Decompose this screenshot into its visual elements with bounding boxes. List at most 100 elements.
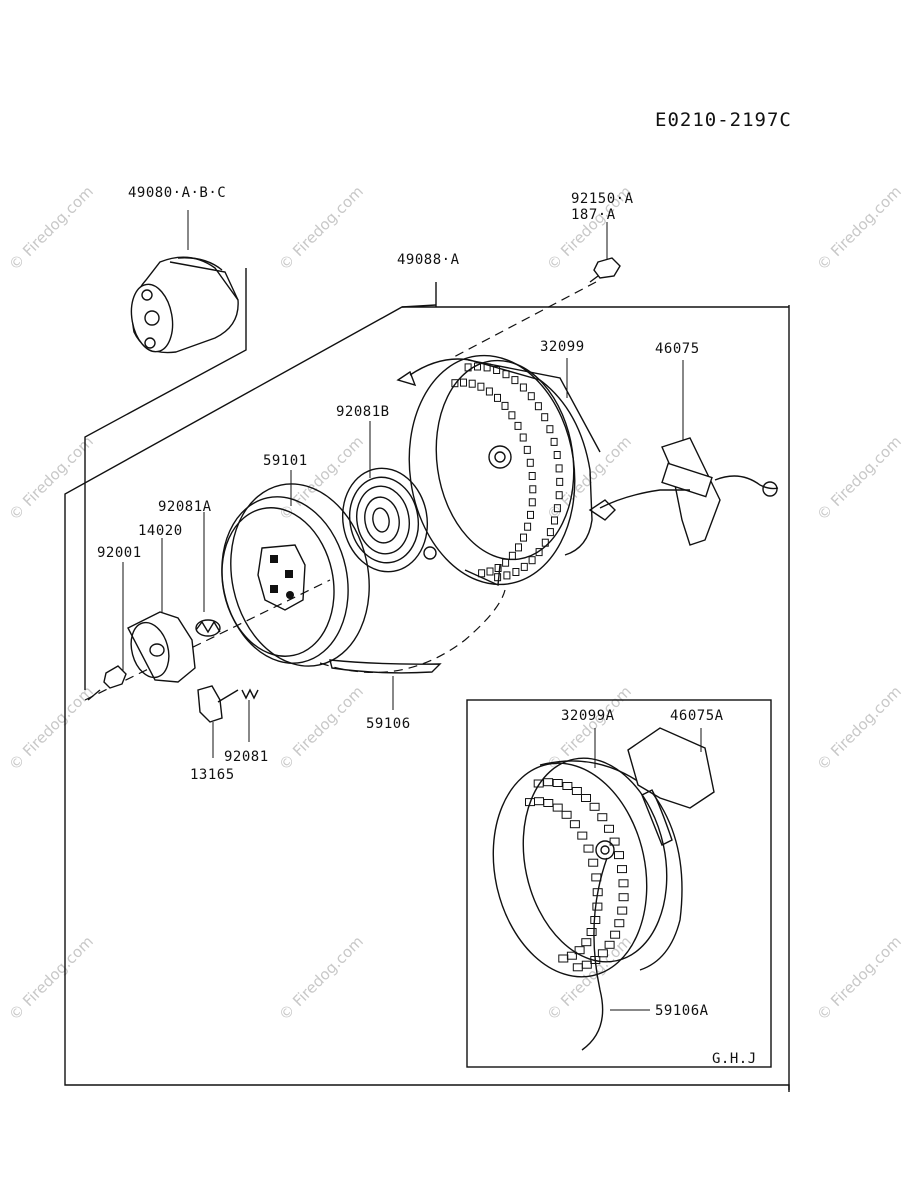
part-label-92150: 92150·A <box>571 191 634 207</box>
rib-slot <box>617 865 627 874</box>
ratchet-14020 <box>127 538 196 683</box>
diagram-code: E0210-2197C <box>655 109 792 131</box>
rib-slot <box>581 794 591 802</box>
rib-slot <box>597 949 608 958</box>
rib-slot <box>474 362 481 371</box>
assembly-frame <box>64 268 790 1092</box>
rib-slot <box>586 928 597 936</box>
rib-slot <box>494 573 502 582</box>
part-label-13165: 13165 <box>190 767 235 783</box>
rib-slot <box>527 392 535 401</box>
rib-slot <box>511 376 519 385</box>
rib-slot <box>574 946 585 955</box>
part-label-32099A: 32099A <box>561 708 615 724</box>
cover-ribs <box>451 362 564 582</box>
rib-slot <box>581 960 592 969</box>
rib-slot <box>541 538 549 547</box>
rib-slot <box>483 363 491 372</box>
rib-slot <box>460 378 467 387</box>
part-label-14020: 14020 <box>138 523 183 539</box>
rib-slot <box>618 893 629 902</box>
rib-slot <box>550 437 558 446</box>
pawl-13165 <box>197 685 239 758</box>
rib-slot <box>514 421 522 430</box>
rib-slot <box>501 401 509 410</box>
rib-slot <box>614 919 625 928</box>
rib-slot <box>528 472 536 480</box>
part-label-49088: 49088·A <box>397 252 460 268</box>
part-label-59101: 59101 <box>263 453 308 469</box>
rib-slot <box>468 379 476 388</box>
rib-slot <box>552 779 563 787</box>
rib-slot <box>494 564 502 572</box>
rib-slot <box>519 433 527 442</box>
rib-slot <box>519 383 527 392</box>
rib-slot <box>569 820 580 829</box>
rib-slot <box>552 803 563 812</box>
rib-slot <box>609 837 620 846</box>
starter-cup-49080 <box>130 210 239 354</box>
part-label-92081A: 92081A <box>158 499 212 515</box>
rib-slot <box>618 879 629 888</box>
rib-slot <box>508 411 516 420</box>
rib-slot <box>551 516 558 525</box>
inset-cover-ribs <box>525 778 629 972</box>
rib-slot <box>592 902 603 911</box>
part-label-49080: 49080·A·B·C <box>128 185 227 201</box>
rib-slot <box>543 778 554 787</box>
rib-slot <box>562 782 573 790</box>
reel-59101 <box>221 470 506 674</box>
rib-slot <box>485 387 493 396</box>
rib-slot <box>581 938 592 947</box>
rib-slot <box>524 522 532 531</box>
rib-slot <box>617 906 628 915</box>
part-label-46075: 46075 <box>655 341 700 357</box>
rib-slot <box>528 556 536 565</box>
rib-slot <box>543 799 554 807</box>
spring-92081A <box>195 512 221 637</box>
rib-slot <box>556 477 564 486</box>
rib-slot <box>520 533 527 542</box>
part-label-187: 187·A <box>571 207 616 223</box>
rib-slot <box>583 844 594 853</box>
rib-slot <box>541 413 549 422</box>
inset-box <box>466 699 772 1068</box>
part-label-32099: 32099 <box>540 339 585 355</box>
rib-slot <box>502 370 510 379</box>
rib-slot <box>553 504 561 513</box>
rib-slot <box>577 831 588 840</box>
rib-slot <box>588 858 599 867</box>
rib-slot <box>555 464 563 473</box>
rib-slot <box>478 569 486 578</box>
rib-slot <box>604 824 614 833</box>
bolt-92150 <box>589 222 621 283</box>
rib-slot <box>502 558 510 567</box>
rib-slot <box>591 873 602 882</box>
part-label-59106A: 59106A <box>655 1003 709 1019</box>
spring-92081 <box>241 688 259 742</box>
rib-slot <box>535 548 543 557</box>
rib-slot <box>494 393 501 402</box>
rib-slot <box>558 954 569 963</box>
recoil-cover-32099 <box>396 354 601 587</box>
rib-slot <box>534 402 542 411</box>
rib-slot <box>553 451 561 459</box>
rib-slot <box>529 485 537 494</box>
rib-slot <box>477 382 485 391</box>
rib-slot <box>546 528 554 537</box>
rib-slot <box>451 379 459 388</box>
rib-slot <box>614 851 624 860</box>
starter-handle-46075 <box>588 360 779 546</box>
variant-label: G.H.J <box>712 1051 757 1067</box>
rib-slot <box>520 562 528 571</box>
rib-slot <box>534 797 544 806</box>
rib-slot <box>508 551 516 560</box>
part-label-92081B: 92081B <box>336 404 390 420</box>
rib-slot <box>515 543 522 552</box>
part-label-92001: 92001 <box>97 545 142 561</box>
rib-slot <box>571 787 582 795</box>
rib-slot <box>561 810 572 819</box>
part-label-92081: 92081 <box>224 749 269 765</box>
